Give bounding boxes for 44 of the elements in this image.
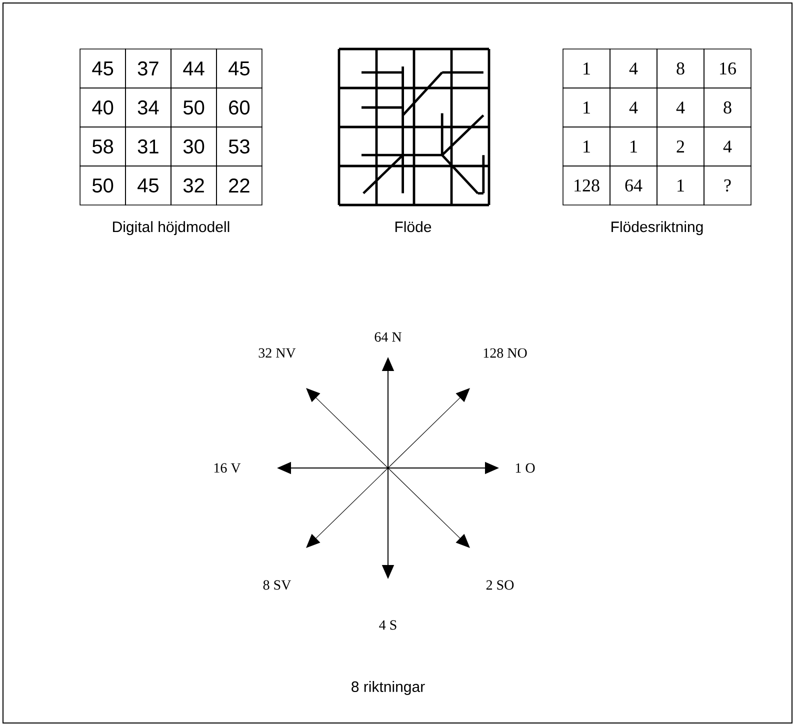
direction-label: 32 NV (258, 348, 296, 358)
table-cell: 44 (170, 48, 217, 88)
direction-label: 2 SO (486, 580, 514, 590)
caption: Flödesriktning (612, 221, 703, 236)
table-cell: 128 (562, 166, 610, 206)
table-cell: 53 (216, 126, 262, 166)
table-cell: 34 (125, 88, 172, 128)
direction-label: 16 V (214, 463, 241, 473)
table-cell: 40 (80, 88, 126, 128)
direction-label: 1 O (516, 463, 535, 473)
caption: 8 riktningar (352, 681, 425, 695)
direction-label: 128 NO (484, 348, 527, 358)
table-cell: 2 (656, 126, 704, 166)
caption: Flöde (395, 221, 432, 232)
direction-label: 8 SV (263, 580, 292, 590)
table-cell: 4 (610, 88, 658, 128)
table-cell: 1 (656, 166, 704, 206)
table-cell: 45 (80, 48, 126, 88)
direction-label: 64 N (374, 332, 402, 342)
table-cell: 45 (216, 48, 262, 88)
table-cell: 1 (562, 88, 610, 128)
table-cell: 8 (704, 88, 752, 128)
table-cell: 22 (216, 166, 262, 206)
table-cell: 37 (125, 48, 172, 88)
direction-label: 4 S (379, 620, 396, 630)
table-cell: 64 (610, 166, 658, 206)
table-cell: 8 (656, 48, 704, 88)
table-cell: 4 (656, 88, 704, 128)
table-cell: 60 (216, 88, 262, 128)
table-cell: 50 (80, 166, 126, 206)
table-cell: 50 (170, 88, 217, 128)
table-cell: 31 (125, 126, 172, 166)
table-cell: 4 (704, 126, 752, 166)
table-cell: 4 (610, 48, 658, 88)
table-cell: 58 (80, 126, 126, 166)
caption: Digital höjdmodell (113, 221, 230, 236)
table-cell: 32 (170, 166, 217, 206)
table-cell: 16 (704, 48, 752, 88)
table-cell: 1 (562, 126, 610, 166)
table-cell: 30 (170, 126, 217, 166)
table-cell: 1 (610, 126, 658, 166)
table-cell: 1 (562, 48, 610, 88)
table-cell: 45 (125, 166, 172, 206)
table-cell: ? (704, 166, 752, 206)
